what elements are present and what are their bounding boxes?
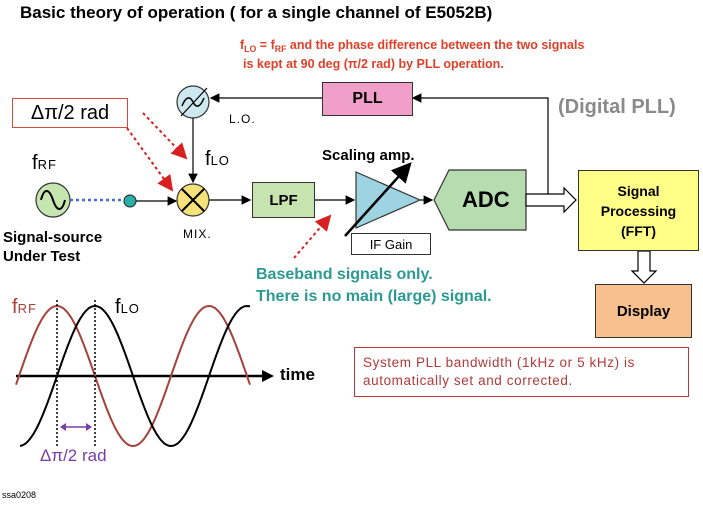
pll-note-rest: and the phase difference between the two… bbox=[286, 38, 585, 52]
wave-f-rf-label: fRF bbox=[12, 296, 37, 319]
f-rf-f: f bbox=[32, 152, 38, 174]
baseband-note-2: There is no main (large) signal. bbox=[256, 288, 492, 305]
pll-block: PLL bbox=[322, 82, 413, 116]
wave-phase-label: Δπ/2 rad bbox=[40, 446, 107, 465]
source-label: Signal-source Under Test bbox=[3, 228, 102, 266]
sp-line-3: (FFT) bbox=[621, 222, 656, 239]
dsp-to-display-arrow bbox=[630, 250, 658, 284]
lpf-block: LPF bbox=[252, 182, 315, 218]
phase-pointer-rf bbox=[126, 127, 174, 192]
phase-label-box: Δπ/2 rad bbox=[12, 98, 128, 128]
lo-label: L.O. bbox=[229, 112, 256, 126]
baseband-note: Baseband signals only. There is no main … bbox=[256, 264, 492, 308]
figure-id: ssa0208 bbox=[2, 490, 37, 500]
pll-note-line2: is kept at 90 deg (π/2 rad) by PLL opera… bbox=[243, 57, 504, 72]
pll-note: fLO = fRF and the phase difference betwe… bbox=[240, 38, 584, 72]
scaling-amp-icon bbox=[344, 162, 422, 237]
f-lo-f: f bbox=[205, 148, 211, 170]
baseband-pointer bbox=[293, 214, 332, 259]
sp-line-2: Processing bbox=[600, 202, 677, 219]
pll-note-eq: = f bbox=[256, 38, 275, 52]
f-lo-label: fLO bbox=[205, 148, 230, 171]
wave-f-lo-f: f bbox=[115, 296, 121, 318]
wave-f-rf-sub: RF bbox=[17, 301, 37, 316]
adc-label: ADC bbox=[462, 187, 510, 212]
bandwidth-note-2: automatically set and corrected. bbox=[363, 373, 573, 388]
sp-line-1: Signal bbox=[617, 182, 660, 199]
bandwidth-note: System PLL bandwidth (1kHz or 5 kHz) is … bbox=[354, 347, 689, 397]
pll-note-line1: fLO = fRF and the phase difference betwe… bbox=[240, 38, 584, 57]
display-block: Display bbox=[595, 284, 692, 338]
f-rf-label: fRF bbox=[32, 152, 57, 175]
source-label-1: Signal-source bbox=[3, 229, 103, 246]
mix-label: MIX. bbox=[183, 227, 212, 241]
wave-f-rf-f: f bbox=[12, 296, 18, 318]
signal-source-icon bbox=[35, 182, 71, 218]
lo-oscillator-icon bbox=[176, 85, 210, 119]
if-gain-box: IF Gain bbox=[351, 233, 431, 255]
f-lo-sub: LO bbox=[210, 153, 230, 168]
phase-pointer-lo bbox=[142, 112, 188, 160]
adc-to-dsp-arrow bbox=[525, 186, 577, 214]
lo-wave bbox=[19, 304, 251, 448]
f-rf-sub: RF bbox=[37, 157, 57, 172]
page-title: Basic theory of operation ( for a single… bbox=[20, 3, 493, 22]
digital-pll-label: (Digital PLL) bbox=[558, 96, 676, 118]
pll-note-f: f bbox=[240, 38, 245, 52]
wave-f-lo-label: fLO bbox=[115, 296, 140, 319]
rf-wave bbox=[15, 304, 251, 448]
mixer-icon bbox=[176, 183, 210, 217]
pll-note-lo-sub: LO bbox=[244, 44, 257, 55]
signal-processing-block: Signal Processing (FFT) bbox=[578, 170, 699, 251]
wave-f-lo-sub: LO bbox=[120, 301, 140, 316]
pll-note-rf-sub: RF bbox=[274, 44, 287, 55]
baseband-note-1: Baseband signals only. bbox=[256, 266, 433, 283]
waveform-plot bbox=[15, 300, 274, 448]
time-label: time bbox=[280, 365, 315, 384]
source-label-2: Under Test bbox=[3, 248, 81, 265]
scaling-amp-label: Scaling amp. bbox=[322, 147, 415, 164]
input-port-icon bbox=[123, 194, 137, 208]
bandwidth-note-1: System PLL bandwidth (1kHz or 5 kHz) is bbox=[363, 355, 635, 370]
